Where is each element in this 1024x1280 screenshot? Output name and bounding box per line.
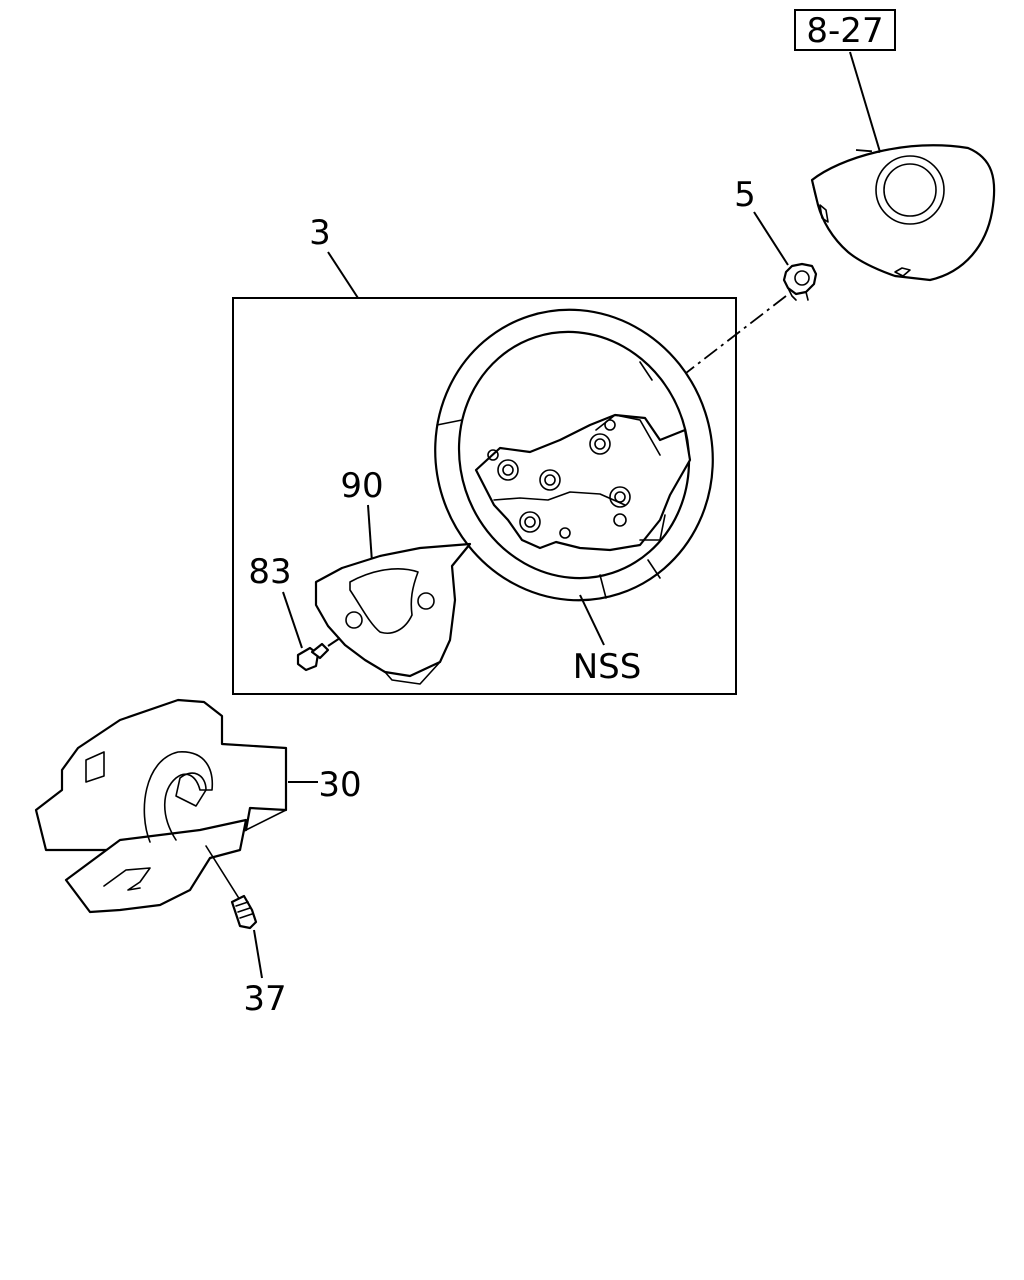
callout-nss: NSS (573, 647, 642, 687)
callout-37: 37 (243, 979, 286, 1019)
reference-8-27[interactable]: 8-27 (794, 9, 896, 51)
callout-3: 3 (309, 213, 331, 253)
nut-icon[interactable] (782, 262, 818, 301)
leader-8-27 (849, 51, 881, 153)
leader-90 (367, 504, 373, 563)
callout-5: 5 (734, 175, 756, 215)
assembly-frame (232, 297, 737, 695)
leader-37 (253, 929, 263, 979)
cover-icon[interactable] (314, 542, 472, 685)
callout-83: 83 (248, 552, 291, 592)
airbag-cover-icon[interactable] (810, 144, 996, 282)
leader-83 (282, 591, 303, 649)
callout-30: 30 (318, 765, 361, 805)
reference-label: 8-27 (806, 11, 883, 51)
centerline-ref (855, 149, 881, 153)
callout-90: 90 (340, 466, 383, 506)
screw-icon[interactable] (296, 637, 341, 672)
leader-3 (327, 251, 359, 299)
screw-icon[interactable] (205, 845, 258, 930)
column-cover-icon[interactable] (34, 698, 288, 914)
leader-5 (753, 211, 789, 266)
leader-nss (579, 594, 605, 646)
steering-wheel-icon[interactable] (398, 274, 751, 637)
